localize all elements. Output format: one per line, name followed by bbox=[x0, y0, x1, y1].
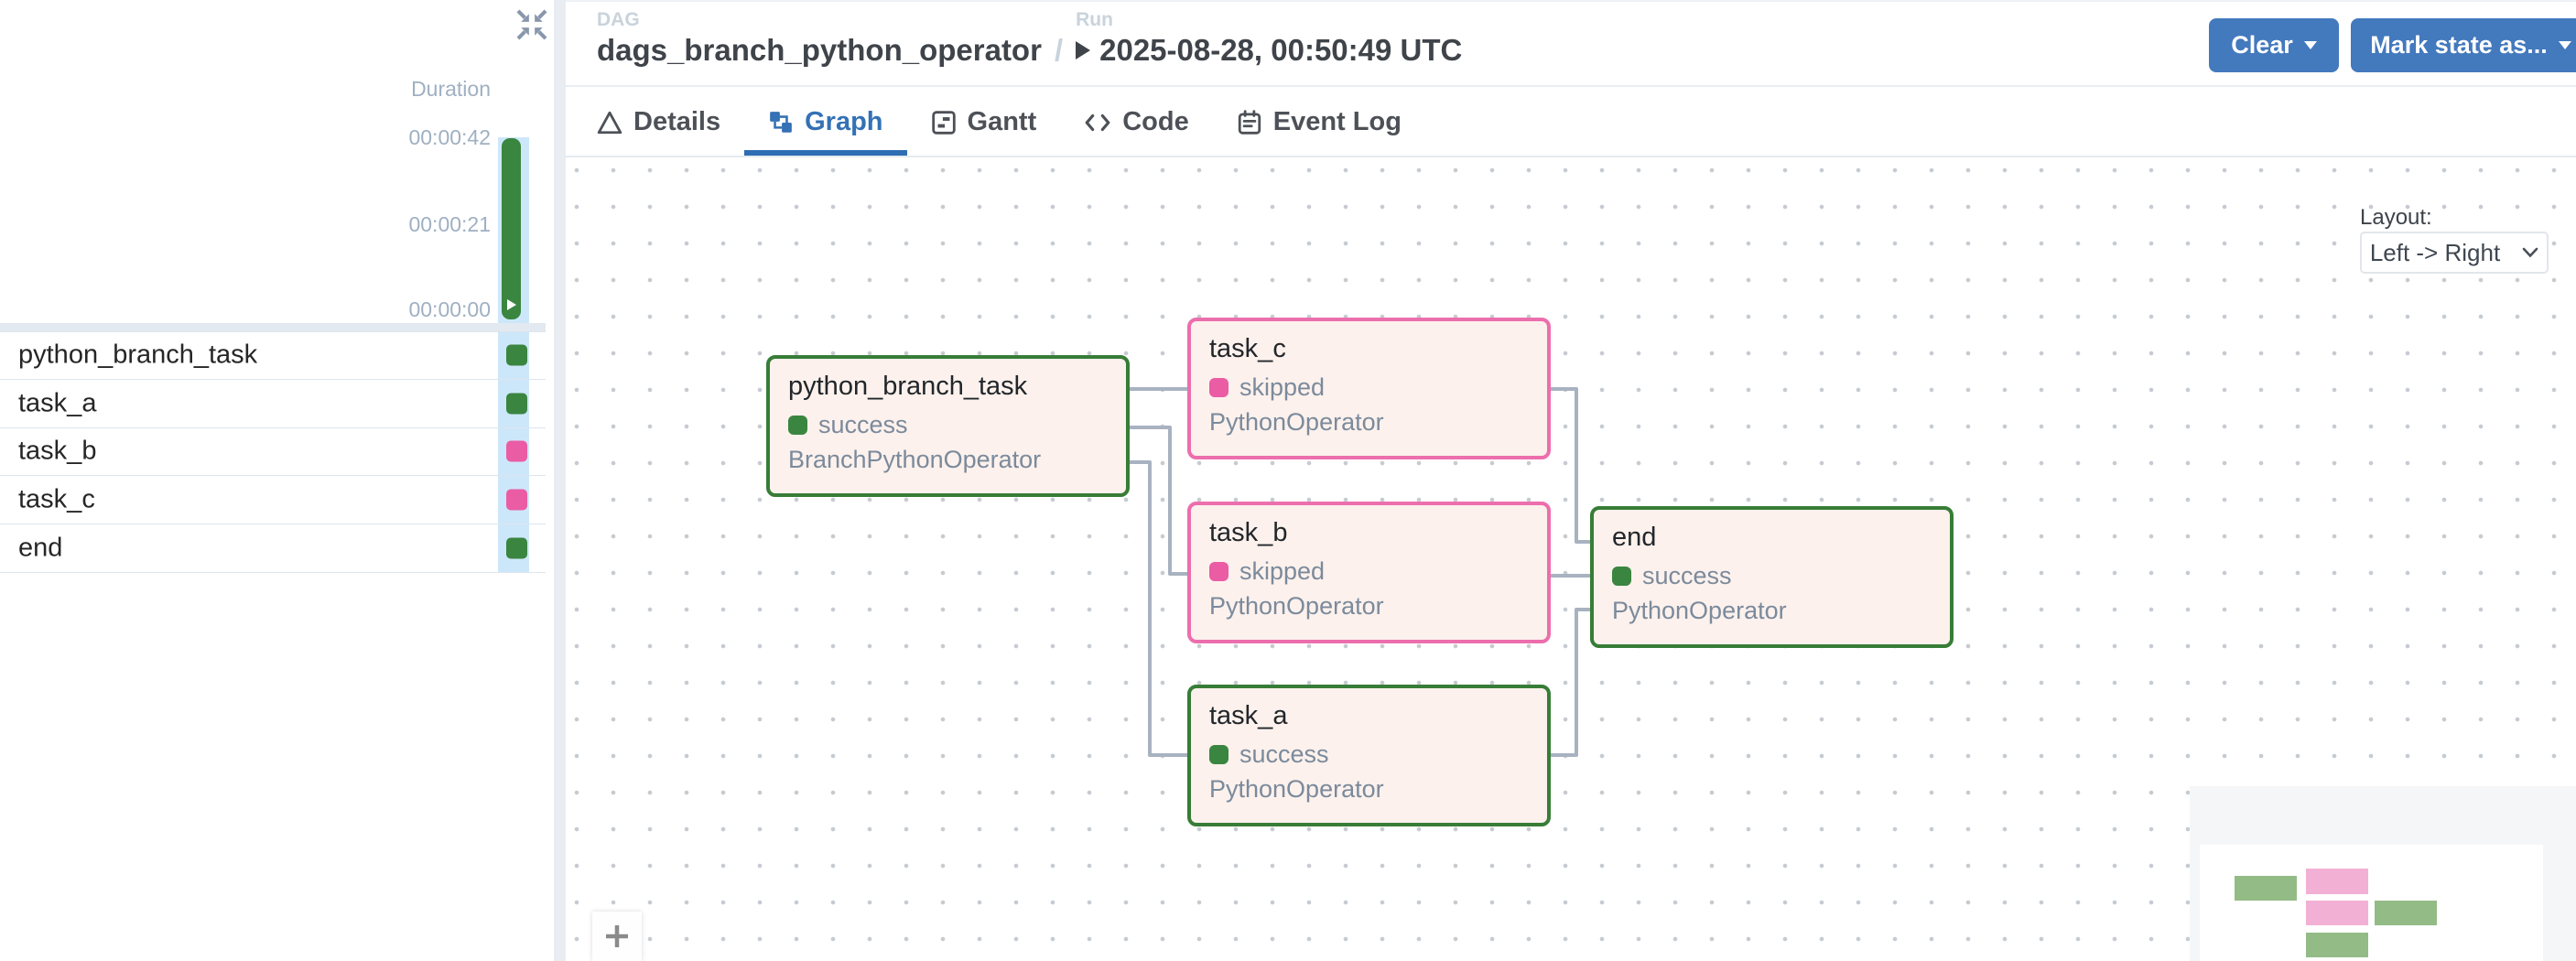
task-list: python_branch_task task_a task_b task_c … bbox=[0, 331, 546, 573]
tab-gantt[interactable]: Gantt bbox=[907, 89, 1061, 156]
duration-tick: 00:00:21 bbox=[408, 212, 491, 236]
node-operator: PythonOperator bbox=[1209, 775, 1384, 803]
status-square-icon bbox=[1612, 567, 1631, 586]
node-status: skipped bbox=[1239, 557, 1326, 585]
graph-node-end[interactable]: end success PythonOperator bbox=[1590, 506, 1954, 648]
code-brackets-icon bbox=[1085, 113, 1110, 131]
layout-select[interactable]: Left -> Right bbox=[2360, 232, 2549, 274]
gantt-chart-icon bbox=[931, 110, 956, 135]
node-operator: BranchPythonOperator bbox=[788, 446, 1042, 473]
node-operator: PythonOperator bbox=[1209, 592, 1384, 620]
task-state-square[interactable] bbox=[506, 537, 527, 559]
task-name: task_a bbox=[18, 388, 97, 418]
run-play-icon bbox=[1076, 41, 1091, 59]
graph-node-task-c[interactable]: task_c skipped PythonOperator bbox=[1187, 318, 1551, 459]
caret-down-icon bbox=[2558, 41, 2571, 49]
task-name: end bbox=[18, 533, 63, 563]
breadcrumb: DAG dags_branch_python_operator / Run 20… bbox=[597, 9, 1462, 68]
node-status: success bbox=[818, 411, 908, 438]
node-title: end bbox=[1612, 523, 1657, 552]
tab-bar: Details Graph Gantt bbox=[566, 89, 2576, 157]
run-label: Run bbox=[1076, 9, 1113, 30]
task-row[interactable]: end bbox=[0, 524, 546, 573]
edge-python-branch-task-to-task-b bbox=[1130, 426, 1187, 576]
node-status: success bbox=[1642, 562, 1732, 589]
node-title: task_b bbox=[1209, 518, 1288, 547]
duration-tick: 00:00:00 bbox=[408, 297, 491, 321]
task-name: task_b bbox=[18, 436, 97, 466]
clear-button[interactable]: Clear bbox=[2209, 18, 2339, 72]
edge-task-c-to-end bbox=[1551, 387, 1590, 544]
node-title: task_c bbox=[1209, 334, 1286, 363]
status-square-icon bbox=[1209, 378, 1228, 397]
run-header: DAG dags_branch_python_operator / Run 20… bbox=[566, 0, 2576, 87]
minimap-node-task-c bbox=[2306, 869, 2368, 894]
dag-label: DAG bbox=[597, 9, 640, 30]
tab-details[interactable]: Details bbox=[573, 89, 744, 156]
task-name: python_branch_task bbox=[18, 340, 258, 370]
task-row[interactable]: task_b bbox=[0, 428, 546, 477]
task-row[interactable]: task_a bbox=[0, 380, 546, 428]
event-log-icon bbox=[1238, 109, 1261, 135]
plus-icon bbox=[606, 925, 628, 947]
grid-panel: Duration 00:00:42 00:00:21 00:00:00 pyth… bbox=[0, 0, 554, 961]
minimap-node-python-branch-task bbox=[2235, 876, 2297, 901]
graph-canvas[interactable]: python_branch_task success BranchPythonO… bbox=[566, 159, 2576, 961]
main-area: DAG dags_branch_python_operator / Run 20… bbox=[566, 0, 2576, 961]
task-state-square[interactable] bbox=[506, 489, 527, 511]
zoom-in-button[interactable] bbox=[592, 912, 642, 961]
node-status: skipped bbox=[1239, 373, 1326, 401]
node-operator: PythonOperator bbox=[1612, 597, 1787, 624]
edge-task-a-to-end bbox=[1551, 608, 1590, 757]
node-status: success bbox=[1239, 740, 1329, 768]
graph-node-task-b[interactable]: task_b skipped PythonOperator bbox=[1187, 502, 1551, 643]
status-square-icon bbox=[788, 416, 807, 435]
tab-code[interactable]: Code bbox=[1060, 89, 1213, 156]
minimap-node-end bbox=[2375, 901, 2437, 925]
graph-node-python-branch-task[interactable]: python_branch_task success BranchPythonO… bbox=[766, 355, 1130, 497]
minimap-viewport bbox=[2200, 845, 2543, 961]
breadcrumb-separator: / bbox=[1054, 33, 1064, 67]
tab-graph[interactable]: Graph bbox=[744, 89, 907, 156]
duration-axis-label: Duration bbox=[411, 77, 491, 101]
minimap-node-task-a bbox=[2306, 933, 2368, 957]
warning-triangle-icon bbox=[597, 111, 622, 134]
caret-down-icon bbox=[2303, 41, 2317, 49]
graph-nodes-icon bbox=[770, 111, 792, 133]
graph-node-task-a[interactable]: task_a success PythonOperator bbox=[1187, 685, 1551, 826]
run-duration-bar[interactable] bbox=[502, 138, 521, 319]
node-title: task_a bbox=[1209, 701, 1288, 730]
task-row[interactable]: python_branch_task bbox=[0, 331, 546, 380]
tab-event-log[interactable]: Event Log bbox=[1213, 89, 1425, 156]
mark-state-as-button[interactable]: Mark state as... bbox=[2351, 18, 2576, 72]
edge-python-branch-task-to-task-a bbox=[1130, 460, 1187, 757]
minimap[interactable] bbox=[2190, 786, 2576, 961]
collapse-grid-button[interactable] bbox=[514, 7, 549, 42]
node-title: python_branch_task bbox=[788, 372, 1028, 401]
task-name: task_c bbox=[18, 484, 95, 514]
chevron-down-icon bbox=[2522, 247, 2538, 258]
task-state-square[interactable] bbox=[506, 440, 527, 462]
axis-separator-band bbox=[0, 323, 546, 331]
dag-name[interactable]: dags_branch_python_operator bbox=[597, 33, 1042, 67]
duration-tick: 00:00:42 bbox=[408, 125, 491, 149]
node-operator: PythonOperator bbox=[1209, 408, 1384, 436]
run-time[interactable]: 2025-08-28, 00:50:49 UTC bbox=[1099, 33, 1463, 67]
task-row[interactable]: task_c bbox=[0, 476, 546, 525]
run-caret-icon bbox=[507, 299, 516, 310]
status-square-icon bbox=[1209, 745, 1228, 764]
collapse-arrows-icon bbox=[516, 9, 547, 40]
layout-label: Layout: bbox=[2360, 205, 2432, 230]
minimap-node-task-b bbox=[2306, 901, 2368, 925]
task-state-square[interactable] bbox=[506, 344, 527, 366]
status-square-icon bbox=[1209, 562, 1228, 581]
panel-divider bbox=[554, 0, 566, 961]
task-state-square[interactable] bbox=[506, 393, 527, 415]
